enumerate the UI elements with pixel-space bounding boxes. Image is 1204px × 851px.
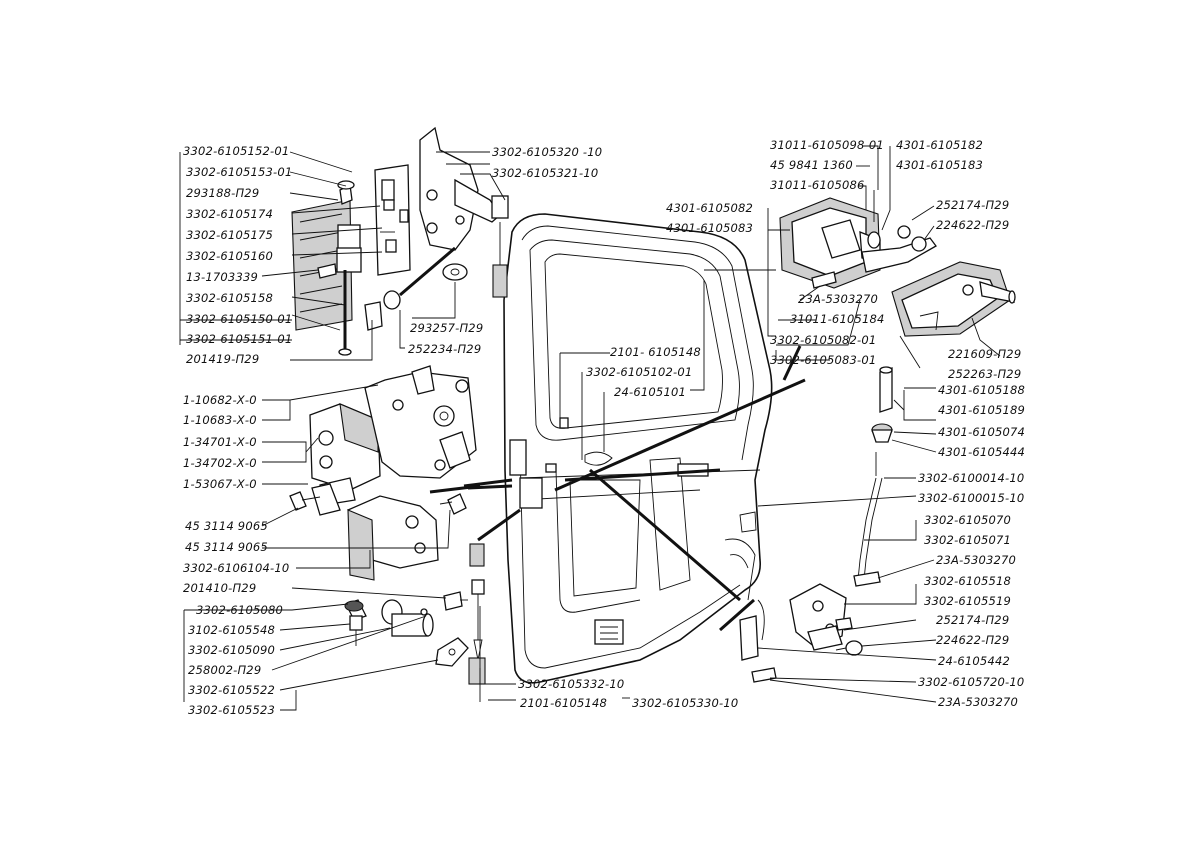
label-4301-6105183: 4301-6105183 (896, 158, 984, 172)
label-201419-p29: 201419-П29 (186, 352, 260, 366)
label-252174-p29-bottom: 252174-П29 (936, 613, 1010, 627)
label-3302-6105070: 3302-6105070 (924, 513, 1012, 527)
label-31011-6105086: 31011-6105086 (770, 178, 865, 192)
label-224622-p29-top: 224622-П29 (936, 218, 1010, 232)
label-201410-p29: 201410-П29 (183, 581, 257, 595)
label-293188-p29: 293188-П29 (186, 186, 260, 200)
label-3302-6105523: 3302-6105523 (188, 703, 276, 717)
label-3302-6105720-10: 3302-6105720-10 (918, 675, 1025, 689)
label-3302-6100014-10: 3302-6100014-10 (918, 471, 1025, 485)
label-31011-6105098-01: 31011-6105098-01 (770, 138, 884, 152)
label-3302-6105518: 3302-6105518 (924, 574, 1012, 588)
inner-handle-assembly (779, 190, 1016, 381)
label-23a-5303270-mid: 23А-5303270 (936, 553, 1017, 567)
label-252174-p29-top: 252174-П29 (936, 198, 1010, 212)
label-3302-6105080: 3302-6105080 (196, 603, 284, 617)
label-4301-6105444: 4301-6105444 (938, 445, 1026, 459)
label-3302-6105153-01: 3302-6105153-01 (186, 165, 293, 179)
label-3302-6105174: 3302-6105174 (186, 207, 274, 221)
label-3302-6105330-10: 3302-6105330-10 (632, 696, 739, 710)
label-1-34702-x-0: 1-34702-Х-0 (183, 456, 257, 470)
label-45-3114-9065-a: 45 3114 9065 (185, 519, 268, 533)
label-3302-6105158: 3302-6105158 (186, 291, 274, 305)
label-3302-6105082-01: 3302-6105082-01 (770, 333, 877, 347)
label-4301-6105082: 4301-6105082 (666, 201, 754, 215)
label-3302-6105090: 3302-6105090 (188, 643, 276, 657)
remote-control-parts (719, 366, 893, 683)
label-252263-p29: 252263-П29 (948, 367, 1022, 381)
label-4301-6105188: 4301-6105188 (938, 383, 1026, 397)
label-3302-6106104-10: 3302-6106104-10 (183, 561, 290, 575)
door-panel (503, 213, 773, 684)
label-2101-6105148-top: 2101- 6105148 (610, 345, 701, 359)
label-3302-6105175: 3302-6105175 (186, 228, 274, 242)
lock-mechanism (289, 365, 513, 581)
label-224622-p29-bottom: 224622-П29 (936, 633, 1010, 647)
label-13-1703339: 13-1703339 (186, 270, 258, 284)
label-4301-6105182: 4301-6105182 (896, 138, 984, 152)
hinge-assembly (291, 126, 509, 356)
label-252234-p29: 252234-П29 (408, 342, 482, 356)
label-3302-6105160: 3302-6105160 (186, 249, 274, 263)
label-221609-p29: 221609-П29 (948, 347, 1022, 361)
label-2101-6105148-bottom: 2101-6105148 (520, 696, 608, 710)
label-3302-6105332-10: 3302-6105332-10 (518, 677, 625, 691)
label-3302-6105151-01: 3302-6105151-01 (186, 332, 293, 346)
label-45-9841-1360: 45 9841 1360 (770, 158, 853, 172)
label-3302-6105150-01: 3302-6105150-01 (186, 312, 293, 326)
label-3302-6105321-10: 3302-6105321-10 (492, 166, 599, 180)
label-1-34701-x-0: 1-34701-Х-0 (183, 435, 257, 449)
label-4301-6105074: 4301-6105074 (938, 425, 1026, 439)
label-23a-5303270-bottom: 23А-5303270 (938, 695, 1019, 709)
lock-link-rod (468, 508, 521, 685)
label-1-10682-x-0: 1-10682-Х-0 (183, 393, 257, 407)
label-24-6105442: 24-6105442 (938, 654, 1010, 668)
label-45-3114-9065-b: 45 3114 9065 (185, 540, 268, 554)
label-1-10683-x-0: 1-10683-Х-0 (183, 413, 257, 427)
label-3302-6105083-01: 3302-6105083-01 (770, 353, 877, 367)
label-3302-6100015-10: 3302-6100015-10 (918, 491, 1025, 505)
connection-lines (467, 378, 806, 602)
label-3302-6105152-01: 3302-6105152-01 (183, 144, 290, 158)
leader-lines (179, 145, 1001, 711)
label-24-6105101: 24-6105101 (614, 385, 686, 399)
key-cylinder (344, 591, 469, 667)
label-3302-6105102-01: 3302-6105102-01 (586, 365, 693, 379)
label-3302-6105519: 3302-6105519 (924, 594, 1012, 608)
label-23a-5303270-top: 23А-5303270 (798, 292, 879, 306)
label-3302-6105071: 3302-6105071 (924, 533, 1012, 547)
label-1-53067-x-0: 1-53067-Х-0 (183, 477, 257, 491)
label-4301-6105083: 4301-6105083 (666, 221, 754, 235)
label-3302-6105522: 3302-6105522 (188, 683, 276, 697)
label-258002-p29: 258002-П29 (188, 663, 262, 677)
label-3302-6105320-10: 3302-6105320 -10 (492, 145, 603, 159)
label-3102-6105548: 3102-6105548 (188, 623, 276, 637)
label-293257-p29: 293257-П29 (410, 321, 484, 335)
label-4301-6105189: 4301-6105189 (938, 403, 1026, 417)
label-31011-6105184: 31011-6105184 (790, 312, 885, 326)
